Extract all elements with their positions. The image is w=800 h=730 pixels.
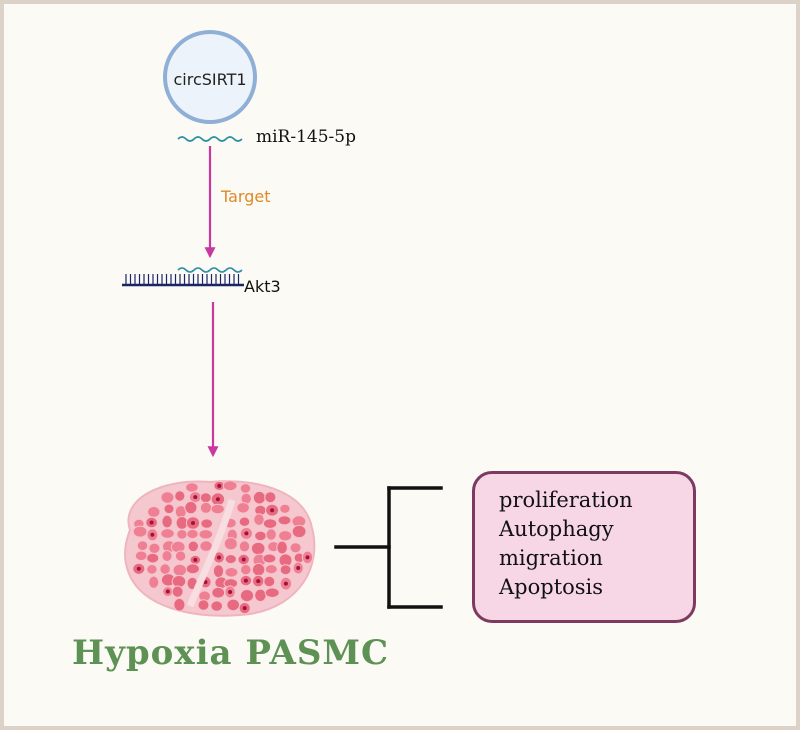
outcome-autophagy: Autophagy: [499, 517, 614, 541]
outcome-proliferation: proliferation: [499, 488, 633, 512]
outcome-box: proliferation Autophagy migration Apopto…: [472, 471, 696, 623]
bound-mirna-wave-icon: [177, 267, 243, 273]
outcome-migration: migration: [499, 546, 603, 570]
hypoxia-pasmc-title: Hypoxia PASMC: [72, 633, 390, 673]
akt3-mrna-icon: [122, 274, 244, 287]
outcome-apoptosis: Apoptosis: [499, 575, 604, 599]
akt3-label: Akt3: [244, 277, 281, 296]
outcome-bracket: [334, 486, 443, 609]
mirna-wave-icon: [177, 136, 243, 142]
circsirt1-label: circSIRT1: [173, 70, 247, 89]
target-edge-label: Target: [221, 187, 271, 206]
mirna-label: miR-145-5p: [256, 127, 356, 147]
pasmc-cell-cluster-icon: [124, 480, 316, 617]
circsirt1-circle: [163, 30, 257, 124]
